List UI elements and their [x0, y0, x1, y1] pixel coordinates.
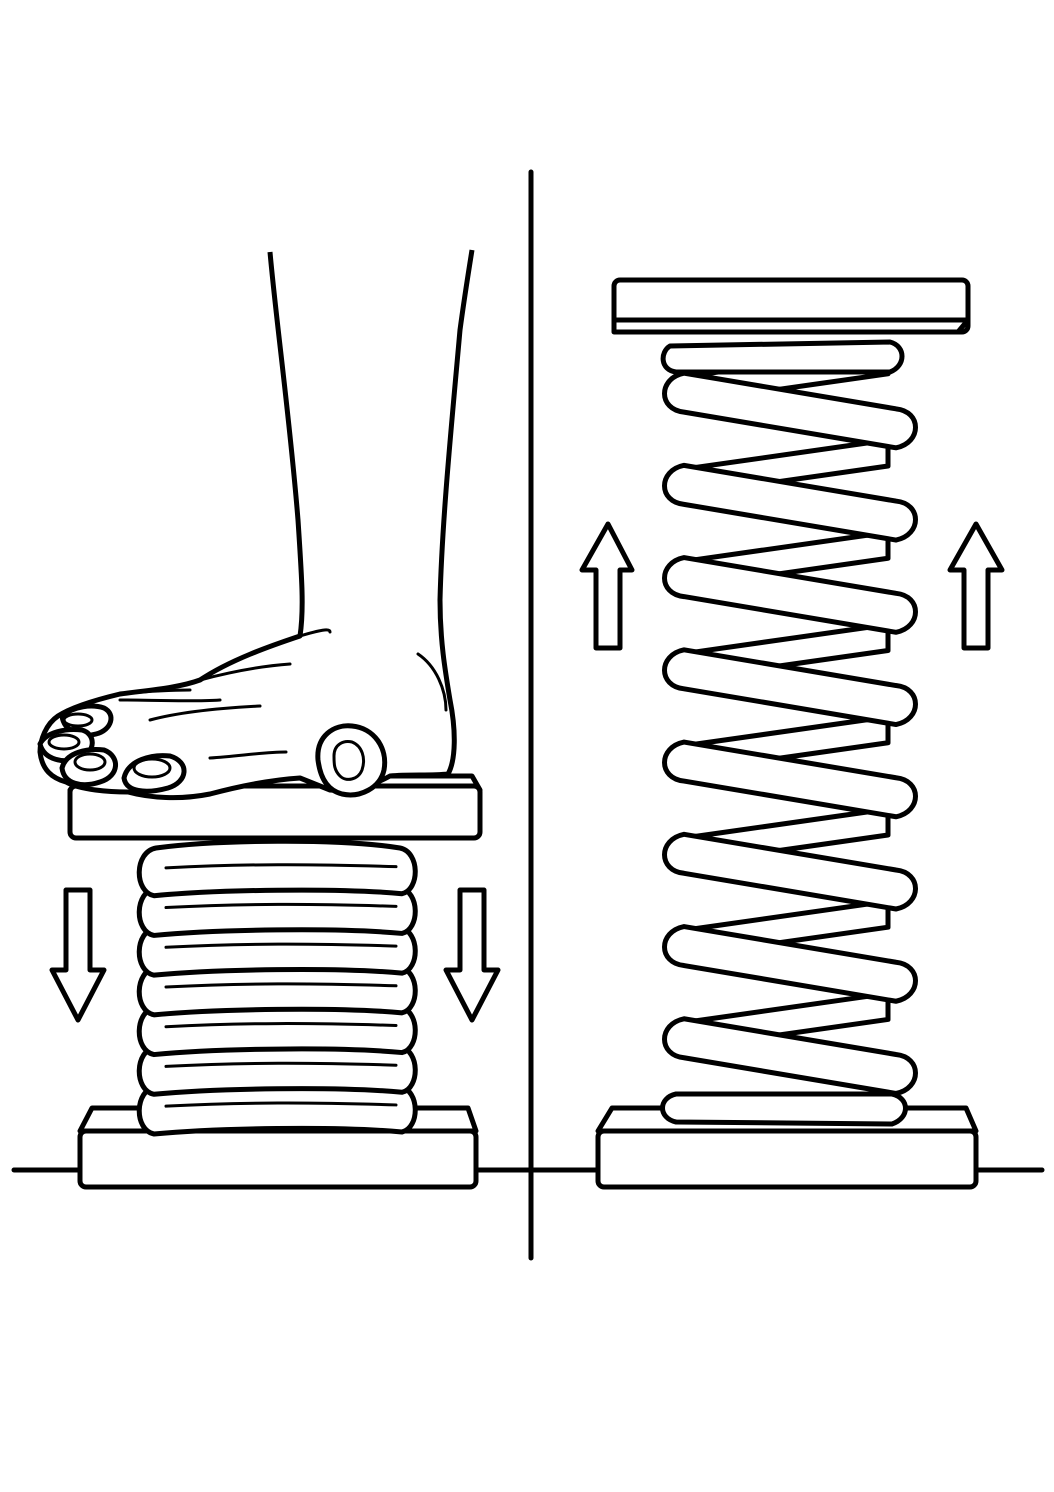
- top-plate-right: [611, 277, 971, 335]
- spring-coil: [662, 462, 918, 543]
- spring-coil: [662, 555, 918, 635]
- spring-coil: [136, 838, 418, 899]
- spring-coil: [662, 370, 918, 451]
- compressed-spring-panel: [37, 249, 501, 1190]
- spring-coil: [662, 739, 918, 820]
- arrow-down-icon: [443, 887, 501, 1023]
- extended-spring-panel: [579, 277, 1005, 1190]
- spring-coil: [662, 831, 918, 912]
- arrow-down-icon: [49, 887, 107, 1023]
- spring-coil: [662, 924, 918, 1004]
- spring-compressed: [136, 838, 418, 1137]
- spring-coil: [662, 647, 918, 728]
- foot-icon: [37, 249, 475, 801]
- big-toe-icon: [315, 723, 388, 798]
- spring-extended: [660, 339, 918, 1127]
- arrow-up-icon: [579, 521, 635, 651]
- arrow-up-icon: [947, 521, 1005, 651]
